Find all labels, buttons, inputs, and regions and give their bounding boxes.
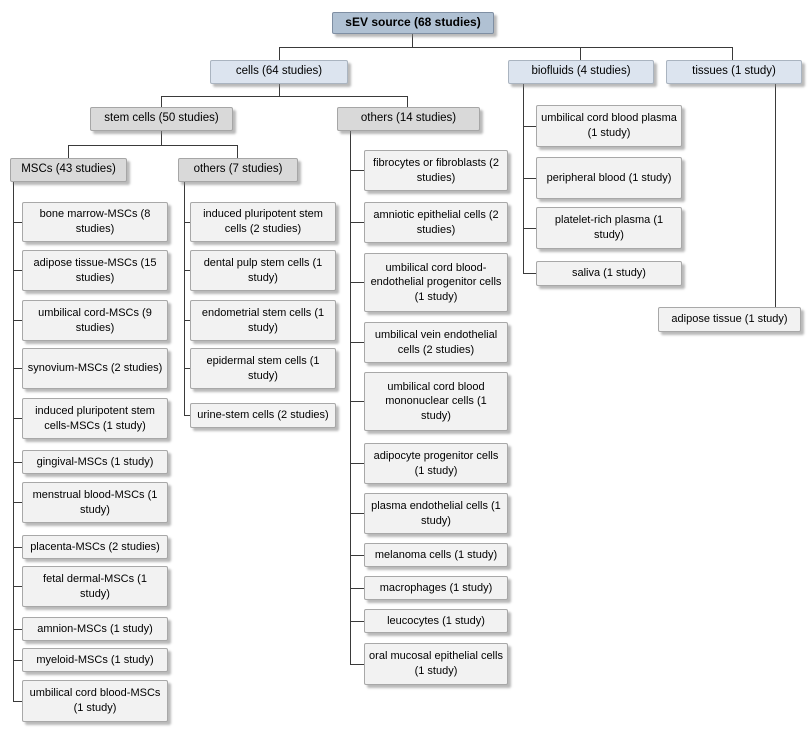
connector-line bbox=[412, 34, 413, 47]
connector-line bbox=[350, 621, 364, 622]
leaf-node: fibrocytes or fibroblasts (2 studies) bbox=[364, 150, 508, 191]
leaf-node: gingival-MSCs (1 study) bbox=[22, 450, 168, 474]
connector-line bbox=[184, 270, 190, 271]
leaf-node: macrophages (1 study) bbox=[364, 576, 508, 600]
leaf-node: adipose tissue (1 study) bbox=[658, 307, 801, 332]
connector-line bbox=[161, 96, 162, 107]
connector-line bbox=[184, 320, 190, 321]
leaf-node: melanoma cells (1 study) bbox=[364, 543, 508, 567]
connector-line bbox=[350, 555, 364, 556]
connector-line bbox=[161, 96, 408, 97]
leaf-node: amnion-MSCs (1 study) bbox=[22, 617, 168, 641]
connector-line bbox=[13, 462, 22, 463]
connector-line bbox=[279, 47, 280, 60]
connector-line bbox=[13, 701, 22, 702]
leaf-node: adipose tissue-MSCs (15 studies) bbox=[22, 250, 168, 291]
leaf-node: plasma endothelial cells (1 study) bbox=[364, 493, 508, 534]
leaf-node: menstrual blood-MSCs (1 study) bbox=[22, 482, 168, 523]
connector-line bbox=[68, 145, 238, 146]
node-tissues: tissues (1 study) bbox=[666, 60, 802, 84]
connector-line bbox=[580, 47, 581, 60]
connector-line bbox=[350, 342, 364, 343]
connector-line bbox=[732, 47, 733, 60]
connector-line bbox=[523, 228, 536, 229]
connector-line bbox=[13, 182, 14, 702]
connector-line bbox=[350, 170, 364, 171]
connector-line bbox=[279, 47, 733, 48]
leaf-node: umbilical cord blood-MSCs (1 study) bbox=[22, 680, 168, 722]
connector-line bbox=[350, 222, 364, 223]
node-cells: cells (64 studies) bbox=[210, 60, 348, 84]
leaf-node: epidermal stem cells (1 study) bbox=[190, 348, 336, 389]
connector-line bbox=[13, 320, 22, 321]
connector-line bbox=[350, 401, 364, 402]
connector-line bbox=[13, 502, 22, 503]
leaf-node: platelet-rich plasma (1 study) bbox=[536, 207, 682, 249]
connector-line bbox=[237, 145, 238, 158]
leaf-node: oral mucosal epithelial cells (1 study) bbox=[364, 643, 508, 685]
connector-line bbox=[184, 368, 190, 369]
connector-line bbox=[13, 586, 22, 587]
leaf-node: endometrial stem cells (1 study) bbox=[190, 300, 336, 341]
leaf-node: induced pluripotent stem cells (2 studie… bbox=[190, 202, 336, 242]
connector-line bbox=[350, 513, 364, 514]
node-biofluids: biofluids (4 studies) bbox=[508, 60, 654, 84]
leaf-node: fetal dermal-MSCs (1 study) bbox=[22, 566, 168, 607]
leaf-node: placenta-MSCs (2 studies) bbox=[22, 535, 168, 559]
connector-line bbox=[184, 182, 185, 415]
leaf-node: dental pulp stem cells (1 study) bbox=[190, 250, 336, 291]
leaf-node: urine-stem cells (2 studies) bbox=[190, 403, 336, 428]
connector-line bbox=[523, 273, 536, 274]
node-stem-cells-others: others (7 studies) bbox=[178, 158, 298, 182]
leaf-node: adipocyte progenitor cells (1 study) bbox=[364, 443, 508, 484]
leaf-node: umbilical vein endothelial cells (2 stud… bbox=[364, 322, 508, 363]
connector-line bbox=[523, 84, 524, 274]
connector-line bbox=[13, 660, 22, 661]
connector-line bbox=[775, 84, 776, 307]
leaf-node: umbilical cord blood plasma (1 study) bbox=[536, 105, 682, 147]
connector-line bbox=[13, 222, 22, 223]
connector-line bbox=[407, 96, 408, 107]
connector-line bbox=[523, 178, 536, 179]
leaf-node: induced pluripotent stem cells-MSCs (1 s… bbox=[22, 398, 168, 439]
connector-line bbox=[523, 126, 536, 127]
leaf-node: peripheral blood (1 study) bbox=[536, 157, 682, 199]
leaf-node: saliva (1 study) bbox=[536, 261, 682, 286]
leaf-node: umbilical cord-MSCs (9 studies) bbox=[22, 300, 168, 341]
node-cells-others: others (14 studies) bbox=[337, 107, 480, 131]
node-sev-source: sEV source (68 studies) bbox=[332, 12, 494, 34]
leaf-node: umbilical cord blood-endothelial progeni… bbox=[364, 253, 508, 312]
leaf-node: amniotic epithelial cells (2 studies) bbox=[364, 202, 508, 243]
leaf-node: bone marrow-MSCs (8 studies) bbox=[22, 202, 168, 242]
node-stem-cells: stem cells (50 studies) bbox=[90, 107, 233, 131]
connector-line bbox=[184, 222, 190, 223]
connector-line bbox=[350, 664, 364, 665]
connector-line bbox=[13, 418, 22, 419]
connector-line bbox=[13, 368, 22, 369]
connector-line bbox=[161, 131, 162, 145]
leaf-node: umbilical cord blood mononuclear cells (… bbox=[364, 372, 508, 431]
connector-line bbox=[279, 84, 280, 96]
connector-line bbox=[350, 282, 364, 283]
leaf-node: leucocytes (1 study) bbox=[364, 609, 508, 633]
connector-line bbox=[350, 463, 364, 464]
connector-line bbox=[13, 547, 22, 548]
node-mscs: MSCs (43 studies) bbox=[10, 158, 127, 182]
connector-line bbox=[350, 131, 351, 665]
leaf-node: synovium-MSCs (2 studies) bbox=[22, 348, 168, 389]
connector-line bbox=[350, 588, 364, 589]
connector-line bbox=[13, 629, 22, 630]
connector-line bbox=[68, 145, 69, 158]
connector-line bbox=[13, 270, 22, 271]
leaf-node: myeloid-MSCs (1 study) bbox=[22, 648, 168, 672]
connector-line bbox=[184, 415, 190, 416]
